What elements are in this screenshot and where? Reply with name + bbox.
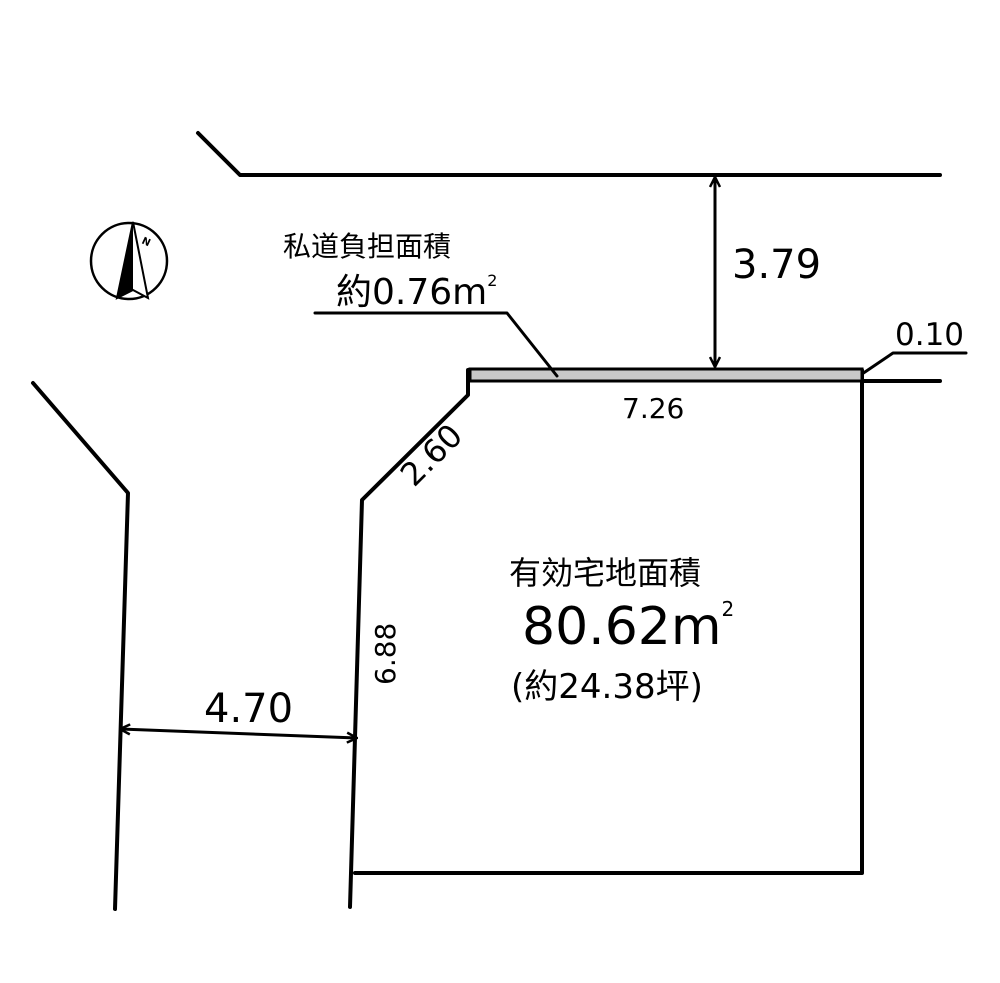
lot-boundary [348, 368, 864, 909]
road-width-left-arrow [120, 729, 357, 738]
private-road-title: 私道負担面積 [283, 230, 451, 263]
setback-label: 0.10 [895, 317, 964, 353]
private-road-leader [313, 311, 559, 378]
corner-cut-label: 2.60 [393, 416, 470, 493]
top-road-edge [196, 131, 942, 177]
effective-land-area-sup: 2 [722, 597, 735, 621]
private-road-strip [468, 367, 864, 383]
effective-land-tsubo: (約24.38坪) [511, 667, 703, 707]
effective-land-area-value: 80.62 [522, 597, 671, 657]
effective-land-title: 有効宅地面積 [509, 554, 701, 592]
front-width-label: 7.26 [622, 392, 684, 425]
private-road-area-unit: m [452, 272, 487, 313]
private-road-area-sup: 2 [487, 271, 497, 290]
road-width-top-label: 3.79 [732, 242, 821, 288]
compass-north-letter: N [140, 236, 152, 250]
setback-leader [860, 351, 968, 376]
left-road-edge [31, 381, 130, 911]
effective-land-area-unit: m [671, 597, 722, 657]
effective-land-area: 80.62m2 [522, 597, 734, 657]
north-compass-icon: N [89, 221, 169, 301]
side-length-label: 6.88 [369, 623, 402, 685]
private-road-area: 約0.76m2 [336, 271, 497, 313]
road-width-left-label: 4.70 [204, 686, 293, 732]
private-road-area-value: 約0.76 [336, 272, 452, 313]
